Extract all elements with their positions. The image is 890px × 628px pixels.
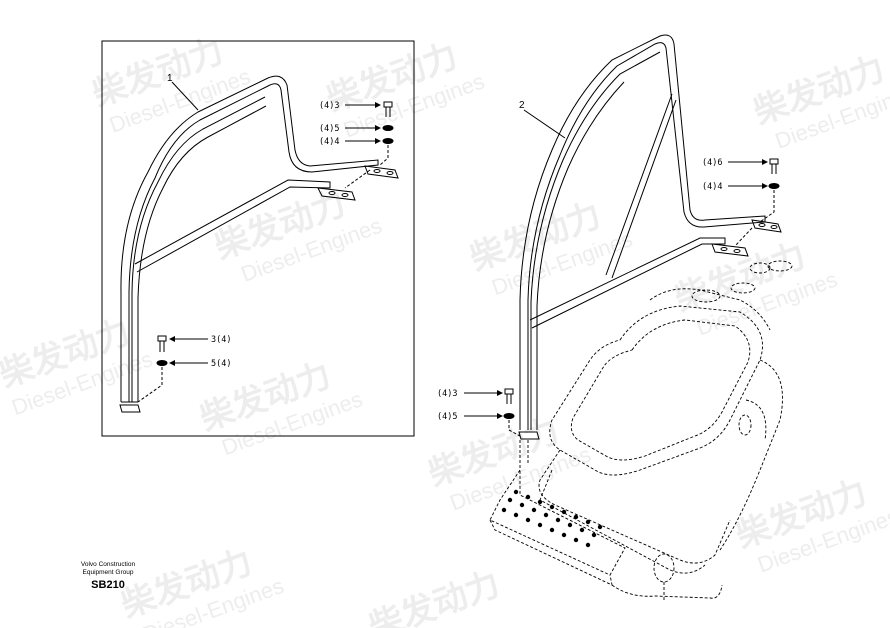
- callout-label: (4)3: [437, 389, 457, 399]
- handrail-2-crossbar: [529, 237, 726, 329]
- org-name-line2: Equipment Group: [82, 569, 134, 576]
- upper-mount-plate: [751, 219, 782, 233]
- item-number-2: 2: [519, 100, 525, 111]
- callout-label: (4)4: [702, 182, 722, 192]
- watermark-layer: 柴发动力 Diesel-Engines 柴发动力 Diesel-Engines …: [0, 31, 890, 628]
- callout-label: (4)5: [319, 124, 339, 134]
- foot-plate: [518, 431, 540, 440]
- seat-outline: [489, 260, 793, 600]
- drawing-code: SB210: [91, 579, 125, 591]
- upper-mount-plate: [364, 165, 399, 179]
- washer-icon: [382, 138, 394, 144]
- foot-plate: [119, 404, 141, 413]
- handrail-1-crossbar: [134, 179, 331, 273]
- lower-mount-plate: [317, 187, 356, 201]
- callout-label: (4)6: [702, 158, 722, 168]
- hardware-stack-upper: [344, 101, 394, 189]
- handrail-2-brace: [605, 93, 677, 279]
- handrail-2-inner-tube: [530, 51, 661, 430]
- hardware-stack-right-upper: [734, 158, 780, 247]
- handrail-2-outer-tube: [519, 34, 766, 430]
- leader-item-2: [523, 109, 566, 139]
- lock-washer-icon: [382, 125, 394, 131]
- drawing-footer: Volvo Construction Equipment Group SB210: [68, 561, 148, 591]
- handrail-1-outer-tube: [120, 75, 379, 402]
- hardware-stack-lower: [137, 335, 168, 403]
- step-holes: [501, 489, 603, 548]
- lower-mount-plate: [711, 243, 749, 257]
- callout-label: (4)4: [319, 137, 339, 147]
- bolt-head-icon: [769, 158, 779, 165]
- callout-label: (4)5: [437, 412, 457, 422]
- callout-label: (4)3: [319, 101, 339, 111]
- hardware-stack-right-lower: [503, 388, 521, 437]
- handrail-1-inner-tube: [131, 96, 266, 402]
- washer-icon: [503, 413, 515, 419]
- callout-label: 3(4): [211, 335, 231, 345]
- org-name-line1: Volvo Construction: [80, 561, 136, 568]
- bolt-head-icon: [504, 388, 514, 395]
- right-view: [464, 34, 782, 440]
- bolt-head-icon: [157, 335, 167, 342]
- washer-icon: [768, 183, 780, 189]
- item-number-1: 1: [167, 73, 173, 84]
- leader-item-1: [171, 81, 199, 111]
- bolt-head-icon: [383, 101, 393, 108]
- left-view: [101, 40, 415, 437]
- callout-label: 5(4): [211, 359, 231, 369]
- left-view-frame: [101, 40, 415, 437]
- watermark-cn: 柴发动力: [364, 564, 505, 628]
- washer-icon: [156, 360, 168, 366]
